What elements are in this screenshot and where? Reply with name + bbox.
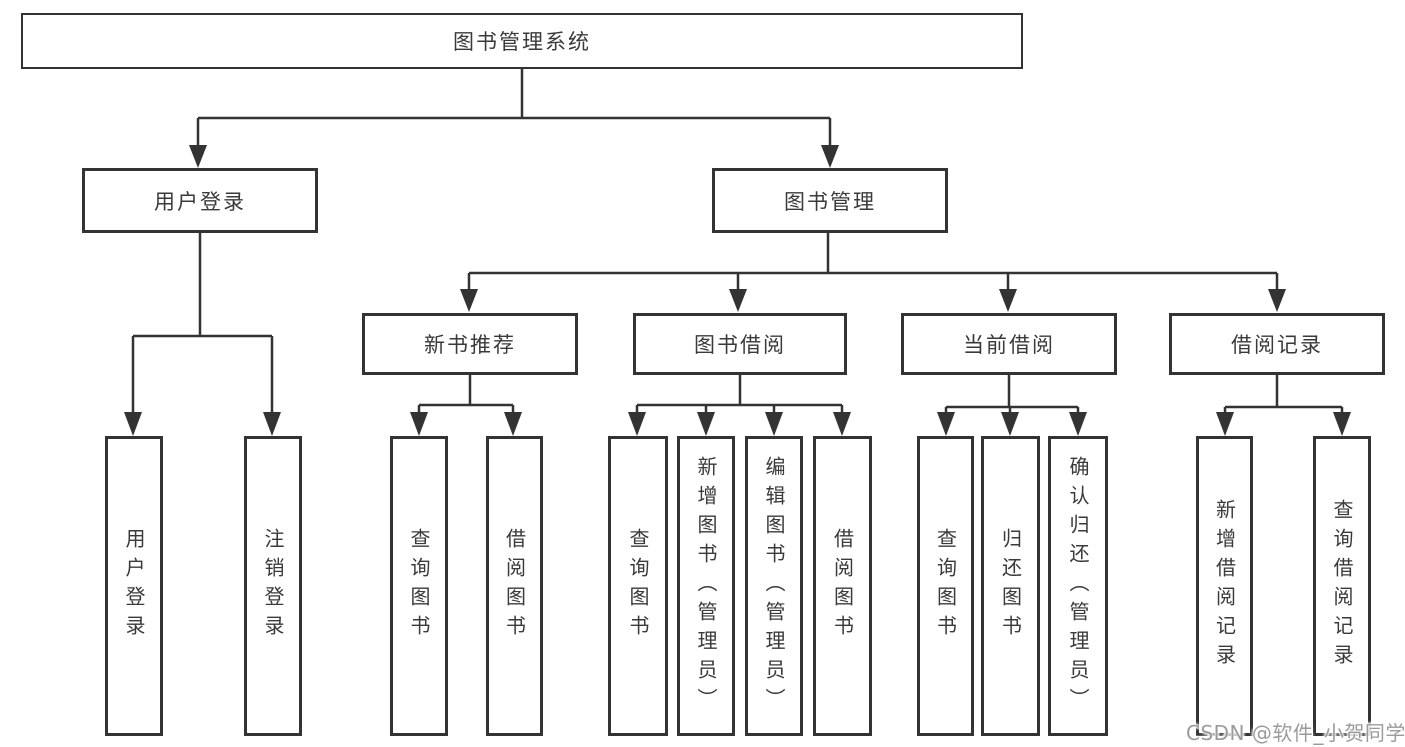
connector-root-split (189, 68, 839, 168)
leaf-return-books: 归还图书 (981, 436, 1040, 736)
arrowhead (1216, 412, 1234, 436)
arrowhead (1333, 412, 1351, 436)
node-borrow-records-label: 借阅记录 (1231, 333, 1323, 357)
leaf-query-books-borrow: 查询图书 (608, 436, 668, 736)
connector-borrow-records-split (1216, 374, 1351, 436)
node-root: 图书管理系统 (21, 13, 1023, 69)
node-user-login-label: 用户登录 (154, 189, 246, 214)
leaf-logout: 注销登录 (244, 436, 302, 736)
leaf-borrow-books: 借阅图书 (813, 436, 872, 736)
arrowhead (937, 412, 955, 436)
leaf-borrow-books-rec-label: 借阅图书 (502, 528, 527, 644)
leaf-add-books-admin: 新增图书（管理员） (677, 436, 735, 736)
arrowhead (833, 412, 851, 436)
arrowhead (821, 145, 839, 168)
node-book-borrow: 图书借阅 (633, 313, 847, 375)
leaf-user-login: 用户登录 (105, 436, 163, 736)
connector-user-login-split (124, 232, 281, 436)
node-current-borrow-label: 当前借阅 (963, 333, 1055, 357)
arrowhead (1268, 289, 1286, 312)
connector-book-borrow-split (628, 374, 851, 436)
node-book-mgmt-label: 图书管理 (784, 189, 876, 214)
arrowhead (189, 145, 207, 168)
leaf-edit-books-admin: 编辑图书（管理员） (745, 436, 803, 736)
connector-book-mgmt-split (460, 232, 1286, 312)
leaf-user-login-label: 用户登录 (122, 528, 146, 644)
node-new-book-rec: 新书推荐 (362, 313, 578, 375)
arrowhead (124, 412, 142, 436)
node-root-label: 图书管理系统 (453, 30, 591, 54)
leaf-logout-label: 注销登录 (261, 528, 285, 644)
arrowhead (729, 289, 747, 312)
arrowhead (765, 412, 783, 436)
arrowhead (263, 412, 281, 436)
leaf-add-borrow-record: 新增借阅记录 (1196, 436, 1253, 736)
leaf-borrow-books-label: 借阅图书 (830, 528, 855, 644)
node-current-borrow: 当前借阅 (901, 313, 1117, 375)
leaf-add-borrow-record-label: 新增借阅记录 (1212, 499, 1237, 673)
node-book-borrow-label: 图书借阅 (694, 333, 786, 357)
arrowhead (697, 412, 715, 436)
connector-new-book-split (410, 374, 522, 436)
node-user-login: 用户登录 (82, 168, 318, 233)
leaf-borrow-books-rec: 借阅图书 (486, 436, 543, 736)
leaf-edit-books-admin-label: 编辑图书（管理员） (762, 455, 786, 717)
arrowhead (504, 412, 522, 436)
leaf-query-borrow-record-label: 查询借阅记录 (1330, 499, 1354, 673)
leaf-add-books-admin-label: 新增图书（管理员） (694, 455, 718, 717)
leaf-query-borrow-record: 查询借阅记录 (1313, 436, 1371, 736)
leaf-query-books-current: 查询图书 (917, 436, 974, 736)
leaf-query-books-current-label: 查询图书 (933, 528, 958, 644)
arrowhead (460, 289, 478, 312)
leaf-query-books-rec-label: 查询图书 (407, 528, 431, 644)
leaf-confirm-return-admin-label: 确认归还（管理员） (1066, 455, 1090, 717)
arrowhead (628, 412, 646, 436)
leaf-query-books-rec: 查询图书 (390, 436, 448, 736)
leaf-confirm-return-admin: 确认归还（管理员） (1048, 436, 1108, 736)
node-book-mgmt: 图书管理 (712, 168, 948, 233)
leaf-query-books-borrow-label: 查询图书 (626, 528, 650, 644)
arrowhead (410, 412, 428, 436)
node-borrow-records: 借阅记录 (1169, 313, 1385, 375)
leaf-return-books-label: 归还图书 (998, 528, 1023, 644)
arrowhead (1069, 412, 1087, 436)
arrowhead (1001, 412, 1019, 436)
node-new-book-rec-label: 新书推荐 (424, 333, 516, 357)
connector-current-borrow-split (937, 374, 1087, 436)
watermark: CSDN @软件_小贺同学 (1186, 721, 1405, 745)
arrowhead (999, 289, 1017, 312)
